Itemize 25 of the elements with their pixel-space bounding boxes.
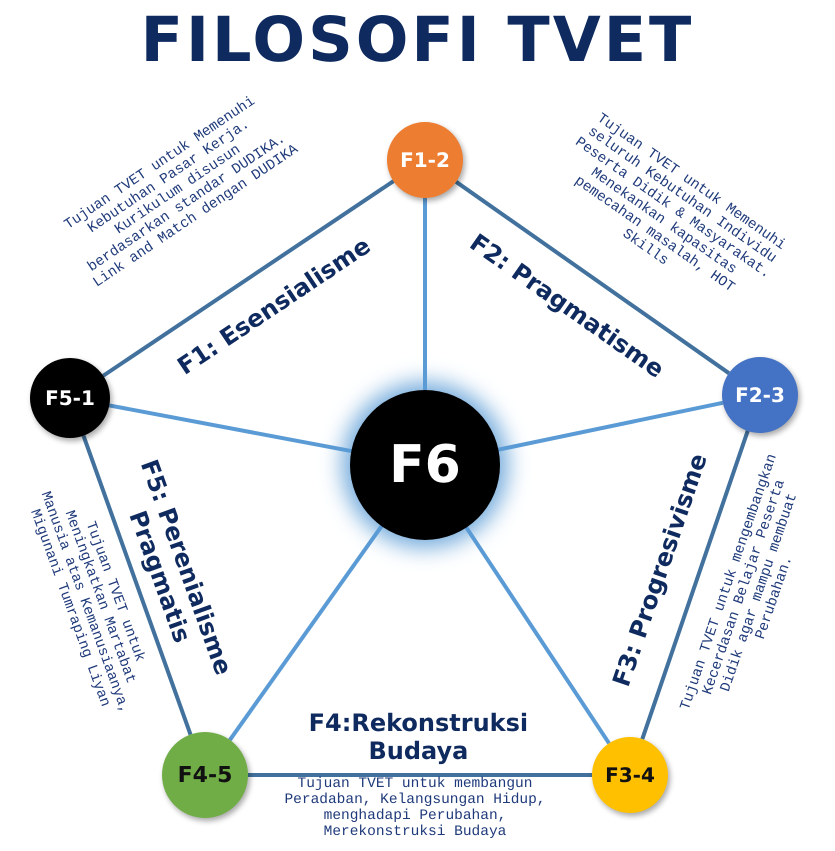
edge-label: F4:Rekonstruksi Budaya [308,709,530,765]
node-label: F3-4 [605,763,655,787]
node-label: F1-2 [400,148,450,172]
connector-line [248,773,592,777]
circle-node [592,737,668,813]
circle-node [387,122,463,198]
connector-line [454,180,730,375]
connector-line [108,403,352,454]
connector-line [640,430,750,740]
circle-node [162,732,248,818]
connector-line [464,526,611,744]
title: FILOSOFI TVET [140,2,694,78]
circle-node [30,358,110,438]
node-label: F4-5 [178,762,232,788]
circle-node [722,357,798,433]
node-label: F6 [389,435,461,495]
connector-line [423,198,427,390]
connector-line [102,180,395,378]
node-label: F5-1 [45,386,95,410]
node-label: F2-3 [735,383,785,407]
description-text: Tujuan TVET untuk membangun Peradaban, Kelangsungan Hidup, menghadapi Perubahan, Merekonstruksi Budaya [283,776,547,840]
connector-line [82,434,192,736]
connector-line [498,400,724,452]
circle-node [350,390,500,540]
connector-line [228,525,384,742]
